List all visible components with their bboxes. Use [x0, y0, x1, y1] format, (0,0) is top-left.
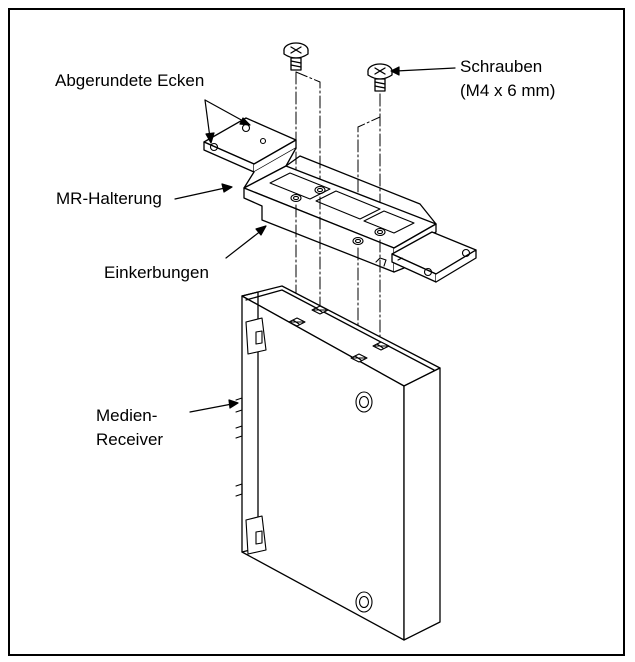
receiver-details	[235, 305, 390, 613]
label-media-receiver: Medien-	[96, 406, 158, 425]
bracket-holes	[209, 123, 471, 277]
label-screws: Schrauben	[460, 57, 543, 76]
screw-left	[283, 42, 309, 71]
media-receiver	[241, 285, 441, 641]
label-receiver: Receiver	[96, 430, 164, 449]
leader-lines	[174, 66, 456, 413]
screw-right	[367, 63, 393, 92]
label-screws-size: (M4 x 6 mm)	[460, 81, 556, 100]
label-notches: Einkerbungen	[104, 263, 209, 282]
label-mr-bracket: MR-Halterung	[56, 189, 162, 208]
mr-bracket	[203, 117, 477, 283]
label-rounded-corners: Abgerundete Ecken	[55, 71, 205, 90]
